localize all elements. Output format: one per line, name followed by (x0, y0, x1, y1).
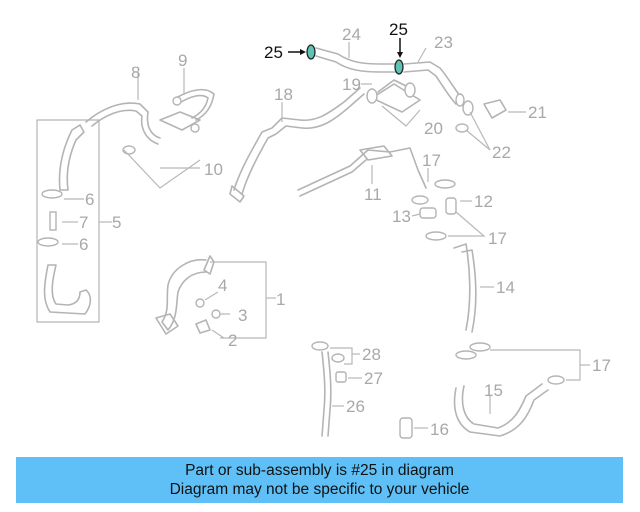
hose-upper-left (58, 124, 85, 191)
callout-5[interactable]: 5 (112, 213, 121, 232)
banner-line-1: Part or sub-assembly is #25 in diagram (185, 462, 454, 479)
callout-7[interactable]: 7 (79, 213, 88, 232)
callout-14[interactable]: 14 (496, 278, 515, 297)
hose-24 (315, 47, 397, 65)
callout-27[interactable]: 27 (364, 369, 383, 388)
clamp-25-right[interactable] (394, 59, 404, 75)
callout-3[interactable]: 3 (238, 306, 247, 325)
clamp-6-upper (41, 189, 63, 199)
pipe-11 (297, 147, 427, 191)
callout-6-lower[interactable]: 6 (79, 235, 88, 254)
callout-20[interactable]: 20 (424, 119, 443, 138)
callout-16[interactable]: 16 (430, 420, 449, 439)
callout-11[interactable]: 11 (364, 185, 382, 204)
banner-line-2: Diagram may not be specific to your vehi… (169, 481, 470, 498)
housing-20 (371, 83, 421, 113)
callout-15[interactable]: 15 (484, 381, 503, 400)
callout-26[interactable]: 26 (346, 397, 365, 416)
callout-25-left[interactable]: 25 (264, 43, 283, 62)
info-banner: Part or sub-assembly is #25 in diagram D… (16, 457, 623, 503)
hose-lower-left (43, 264, 92, 315)
callout-28[interactable]: 28 (362, 345, 381, 364)
hose-15 (453, 387, 549, 437)
callout-2[interactable]: 2 (228, 331, 237, 350)
callout-9[interactable]: 9 (178, 51, 187, 70)
clamp-25-left[interactable] (306, 44, 316, 60)
callout-24[interactable]: 24 (342, 25, 361, 44)
parts-diagram: 6 7 6 5 8 9 10 1 2 3 4 18 24 23 (36, 20, 611, 439)
callout-8[interactable]: 8 (131, 63, 140, 82)
hose-1 (161, 259, 207, 331)
callout-23[interactable]: 23 (434, 33, 453, 52)
callout-19[interactable]: 19 (342, 75, 361, 94)
callout-1[interactable]: 1 (276, 290, 285, 309)
callout-18[interactable]: 18 (274, 85, 293, 104)
callout-17-upper[interactable]: 17 (422, 151, 441, 170)
pipe-14 (453, 243, 471, 331)
callout-17-lower[interactable]: 17 (592, 356, 611, 375)
callout-10[interactable]: 10 (204, 160, 223, 179)
callout-13[interactable]: 13 (392, 207, 411, 226)
valve-21 (483, 99, 507, 119)
hose-9 (175, 88, 215, 121)
callout-6-upper[interactable]: 6 (85, 190, 94, 209)
callout-21[interactable]: 21 (528, 103, 547, 122)
callout-12[interactable]: 12 (474, 192, 493, 211)
hose-8 (85, 102, 161, 139)
callout-4[interactable]: 4 (218, 276, 227, 295)
callout-25-right[interactable]: 25 (389, 20, 408, 39)
callout-22[interactable]: 22 (492, 143, 511, 162)
pipe-26 (321, 351, 326, 437)
group-box-5 (36, 119, 100, 323)
pipe-18 (233, 87, 361, 191)
callout-17-middle[interactable]: 17 (488, 229, 507, 248)
connector-7 (49, 211, 57, 231)
clamp-6-lower (37, 237, 59, 247)
